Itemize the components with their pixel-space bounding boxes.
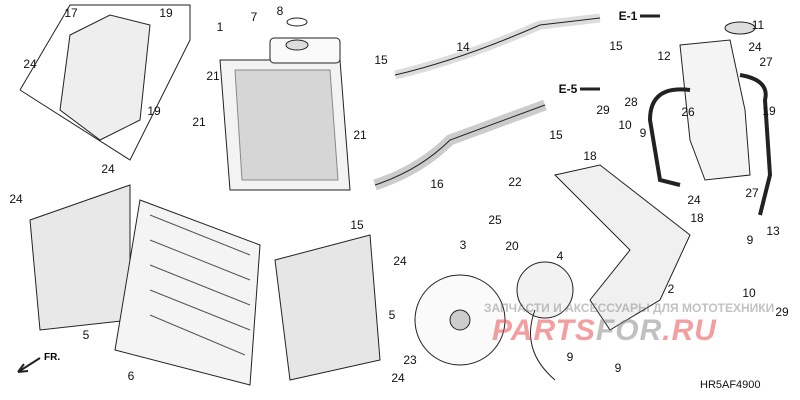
watermark-tagline: ЗАПЧАСТИ И АКСЕССУАРЫ ДЛЯ МОТОТЕХНИКИ <box>484 301 775 315</box>
watermark-brand: PARTSFOR.RU <box>492 316 717 346</box>
callout[interactable]: 15 <box>609 39 623 53</box>
callout[interactable]: 9 <box>566 350 574 364</box>
callout[interactable]: 13 <box>766 224 780 238</box>
shroud-left-5 <box>29 184 131 331</box>
callout[interactable]: 24 <box>101 162 115 176</box>
callout[interactable]: 28 <box>624 95 638 109</box>
watermark-brand-b: FOR <box>595 314 663 347</box>
callout[interactable]: 18 <box>583 149 597 163</box>
callout[interactable]: 21 <box>206 69 220 83</box>
callout[interactable]: 19 <box>159 6 173 20</box>
grille-6 <box>114 199 261 386</box>
callout[interactable]: 1 <box>216 20 224 34</box>
callout[interactable]: 19 <box>147 104 161 118</box>
callout[interactable]: 19 <box>762 104 776 118</box>
callout[interactable]: 10 <box>742 286 756 300</box>
callout[interactable]: 14 <box>456 40 470 54</box>
callout[interactable]: 6 <box>127 369 135 383</box>
callout[interactable]: 8 <box>276 4 284 18</box>
callout[interactable]: 15 <box>374 53 388 67</box>
callout[interactable]: 4 <box>556 249 564 263</box>
callout[interactable]: 17 <box>64 6 78 20</box>
callout[interactable]: 29 <box>775 305 789 319</box>
callout[interactable]: 9 <box>614 361 622 375</box>
diagram-code: HR5AF4900 <box>700 379 761 391</box>
shroud-right-5 <box>274 234 381 381</box>
callout[interactable]: 9 <box>639 126 647 140</box>
watermark-brand-a: PARTS <box>492 314 596 347</box>
front-marker: FR. <box>44 352 61 363</box>
callout[interactable]: 10 <box>618 118 632 132</box>
callout[interactable]: 24 <box>687 193 701 207</box>
callout[interactable]: 12 <box>657 49 671 63</box>
radiator-1 <box>219 17 351 191</box>
callout[interactable]: 11 <box>751 18 765 32</box>
callout[interactable]: 7 <box>250 10 258 24</box>
callout[interactable]: 27 <box>759 55 773 69</box>
callout[interactable]: 24 <box>393 254 407 268</box>
bracket-17 <box>59 14 151 141</box>
fan-shroud-2 <box>554 164 691 331</box>
callout[interactable]: 23 <box>403 353 417 367</box>
callout[interactable]: 24 <box>748 40 762 54</box>
callout[interactable]: 16 <box>430 177 444 191</box>
callout[interactable]: 18 <box>690 211 704 225</box>
callout[interactable]: 3 <box>459 238 467 252</box>
callout[interactable]: 21 <box>353 128 367 142</box>
callout[interactable]: 27 <box>745 186 759 200</box>
ref-e1[interactable]: E-1 <box>618 9 638 23</box>
callout[interactable]: 24 <box>23 57 37 71</box>
callout[interactable]: 25 <box>488 213 502 227</box>
callout[interactable]: 5 <box>82 328 90 342</box>
callout[interactable]: 21 <box>192 115 206 129</box>
callout[interactable]: 26 <box>681 105 695 119</box>
callout[interactable]: 22 <box>508 175 522 189</box>
fan-motor-4 <box>516 261 574 319</box>
ref-e5[interactable]: E-5 <box>558 82 578 96</box>
callout[interactable]: 24 <box>391 371 405 385</box>
callout[interactable]: 15 <box>549 128 563 142</box>
watermark-brand-c: .RU <box>662 314 717 347</box>
callout[interactable]: 29 <box>596 103 610 117</box>
callout[interactable]: 24 <box>9 192 23 206</box>
callout[interactable]: 9 <box>746 233 754 247</box>
reservoir-12 <box>679 39 751 181</box>
callout[interactable]: 2 <box>667 282 675 296</box>
callout[interactable]: 20 <box>505 239 519 253</box>
callout[interactable]: 5 <box>388 308 396 322</box>
callout[interactable]: 15 <box>350 218 364 232</box>
